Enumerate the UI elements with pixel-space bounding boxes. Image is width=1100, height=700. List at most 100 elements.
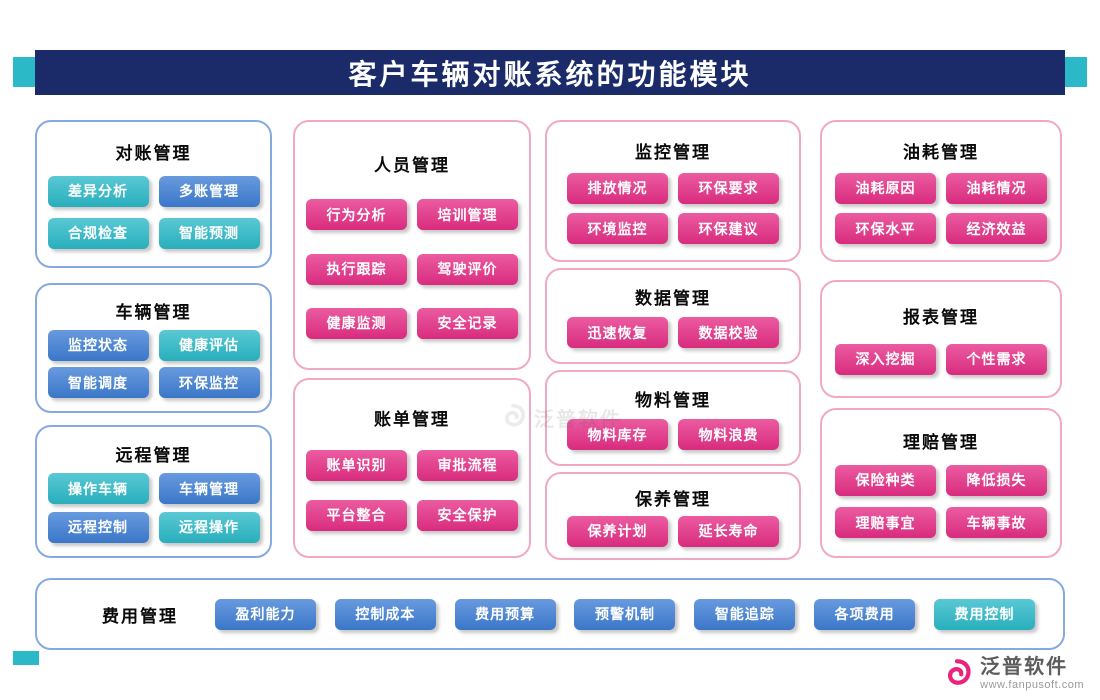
button-row: 操作车辆 车辆管理	[47, 473, 260, 504]
feature-button[interactable]: 费用控制	[933, 598, 1035, 630]
button-row: 物料库存 物料浪费	[567, 419, 779, 450]
button-row: 环境监控 环保建议	[567, 213, 779, 245]
feature-button[interactable]: 安全记录	[417, 307, 518, 339]
feature-button[interactable]: 深入挖掘	[835, 343, 936, 375]
button-row: 监控状态 健康评估	[47, 329, 260, 361]
feature-button[interactable]: 费用预算	[454, 598, 556, 630]
feature-button[interactable]: 环保要求	[678, 172, 779, 204]
module-card-billing: 账单管理 账单识别 审批流程 平台整合 安全保护	[293, 378, 531, 558]
button-row: 迅速恢复 数据校验	[567, 317, 779, 348]
module-title: 监控管理	[635, 142, 711, 162]
brand-website: www.fanpusoft.com	[980, 679, 1084, 692]
feature-button[interactable]: 油耗原因	[835, 172, 936, 204]
module-title: 费用管理	[102, 606, 178, 626]
feature-button[interactable]: 排放情况	[567, 172, 668, 204]
feature-button[interactable]: 保养计划	[567, 515, 668, 547]
module-title: 数据管理	[635, 289, 711, 308]
feature-button[interactable]: 智能预测	[158, 217, 260, 249]
feature-button[interactable]: 保险种类	[835, 464, 936, 496]
feature-button[interactable]: 行为分析	[306, 199, 407, 231]
feature-button[interactable]: 操作车辆	[47, 473, 149, 504]
module-card-report: 报表管理 深入挖掘 个性需求	[820, 280, 1062, 398]
feature-button[interactable]: 环保建议	[678, 213, 779, 245]
module-card-fuel: 油耗管理 油耗原因 油耗情况 环保水平 经济效益	[820, 120, 1062, 262]
button-row: 油耗原因 油耗情况	[835, 172, 1047, 204]
feature-button[interactable]: 健康评估	[158, 329, 260, 361]
button-row: 差异分析 多账管理	[47, 175, 260, 207]
feature-button[interactable]: 差异分析	[47, 175, 149, 207]
feature-button[interactable]: 延长寿命	[678, 515, 779, 547]
feature-button[interactable]: 车辆管理	[158, 473, 260, 504]
feature-button[interactable]: 数据校验	[678, 317, 779, 348]
feature-button[interactable]: 监控状态	[47, 329, 149, 361]
module-title: 车辆管理	[115, 302, 192, 322]
feature-button[interactable]: 环保水平	[835, 213, 936, 245]
module-title: 对账管理	[115, 144, 192, 164]
feature-button[interactable]: 远程控制	[47, 511, 149, 543]
feature-button[interactable]: 健康监测	[306, 307, 407, 339]
feature-button[interactable]: 油耗情况	[946, 172, 1047, 204]
feature-button[interactable]: 平台整合	[306, 499, 407, 531]
feature-button[interactable]: 环保监控	[158, 367, 260, 399]
feature-button[interactable]: 物料浪费	[678, 419, 779, 450]
module-title: 报表管理	[903, 308, 979, 328]
feature-button[interactable]: 各项费用	[814, 598, 916, 630]
brand-name: 泛普软件	[980, 656, 1069, 679]
button-row: 理赔事宜 车辆事故	[835, 507, 1047, 539]
module-card-expense: 费用管理 盈利能力 控制成本 费用预算 预警机制 智能追踪 各项费用 费用控制	[35, 578, 1065, 650]
button-row: 执行跟踪 驾驶评价	[306, 253, 518, 285]
module-card-vehicle: 车辆管理 监控状态 健康评估 智能调度 环保监控	[35, 283, 272, 413]
feature-button[interactable]: 安全保护	[417, 499, 518, 531]
feature-button[interactable]: 审批流程	[417, 449, 518, 481]
module-title: 账单管理	[374, 410, 450, 430]
feature-button[interactable]: 预警机制	[574, 598, 676, 630]
feature-button[interactable]: 车辆事故	[946, 507, 1047, 539]
page-title: 客户车辆对账系统的功能模块	[35, 50, 1065, 95]
feature-button[interactable]: 降低损失	[946, 464, 1047, 496]
feature-button[interactable]: 迅速恢复	[567, 317, 668, 348]
module-card-maintenance: 保养管理 保养计划 延长寿命	[545, 472, 801, 560]
feature-button[interactable]: 培训管理	[417, 199, 518, 231]
feature-button[interactable]: 环境监控	[567, 213, 668, 245]
module-title: 理赔管理	[903, 432, 979, 452]
feature-button[interactable]: 个性需求	[946, 343, 1047, 375]
feature-button[interactable]: 合规检查	[47, 217, 149, 249]
feature-button[interactable]: 多账管理	[158, 175, 260, 207]
title-accent-left	[13, 57, 39, 87]
footer-brand: 泛普软件 www.fanpusoft.com	[940, 656, 1084, 692]
button-row: 保养计划 延长寿命	[567, 515, 779, 547]
module-card-monitoring: 监控管理 排放情况 环保要求 环境监控 环保建议	[545, 120, 801, 262]
feature-button[interactable]: 远程操作	[158, 511, 260, 543]
feature-button[interactable]: 理赔事宜	[835, 507, 936, 539]
feature-button[interactable]: 智能调度	[47, 367, 149, 399]
feature-button[interactable]: 控制成本	[334, 598, 436, 630]
feature-button[interactable]: 执行跟踪	[306, 253, 407, 285]
button-row: 健康监测 安全记录	[306, 307, 518, 339]
module-title: 保养管理	[635, 490, 711, 510]
feature-button[interactable]: 驾驶评价	[417, 253, 518, 285]
feature-button[interactable]: 智能追踪	[694, 598, 796, 630]
feature-button[interactable]: 经济效益	[946, 213, 1047, 245]
module-card-material: 物料管理 物料库存 物料浪费	[545, 370, 801, 466]
feature-button[interactable]: 盈利能力	[215, 598, 316, 630]
button-row: 保险种类 降低损失	[835, 464, 1047, 496]
module-card-personnel: 人员管理 行为分析 培训管理 执行跟踪 驾驶评价 健康监测 安全记录	[293, 120, 531, 370]
title-accent-right	[1061, 57, 1087, 87]
feature-button[interactable]: 账单识别	[306, 449, 407, 481]
feature-button[interactable]: 物料库存	[567, 419, 668, 450]
button-row: 智能调度 环保监控	[47, 367, 260, 399]
button-row: 远程控制 远程操作	[47, 511, 260, 543]
button-row: 盈利能力 控制成本 费用预算 预警机制 智能追踪 各项费用 费用控制	[215, 598, 1035, 630]
module-title: 油耗管理	[903, 142, 979, 162]
module-card-reconciliation: 对账管理 差异分析 多账管理 合规检查 智能预测	[35, 120, 272, 268]
module-card-remote: 远程管理 操作车辆 车辆管理 远程控制 远程操作	[35, 425, 272, 558]
module-title: 远程管理	[115, 445, 192, 465]
fanpu-logo-icon	[948, 659, 971, 685]
button-row: 合规检查 智能预测	[47, 217, 260, 249]
button-row: 深入挖掘 个性需求	[835, 343, 1047, 375]
brand-text-block: 泛普软件 www.fanpusoft.com	[980, 656, 1084, 692]
module-title: 物料管理	[635, 391, 711, 410]
module-card-claims: 理赔管理 保险种类 降低损失 理赔事宜 车辆事故	[820, 408, 1062, 558]
button-row: 环保水平 经济效益	[835, 213, 1047, 245]
